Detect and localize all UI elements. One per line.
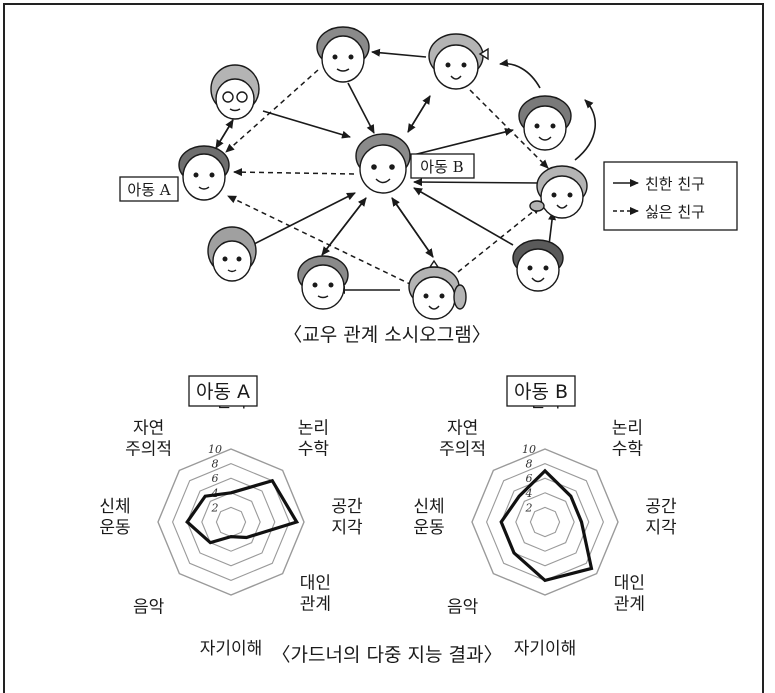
student-face [317, 27, 369, 82]
tick-label: 2 [525, 501, 533, 514]
grid-ring [530, 507, 559, 536]
grid-ring [487, 464, 604, 581]
student-face [519, 96, 571, 150]
edge-friendly [348, 83, 374, 133]
edge-friendly [409, 130, 513, 156]
chart-title: 아동 B [514, 381, 568, 403]
radar-chart-a: 246810언어논리수학공간지각대인관계자기이해음악신체운동자연주의적아동 A [99, 376, 363, 659]
grid-ring [216, 507, 245, 536]
edge-disliked [234, 172, 354, 174]
student-face [530, 166, 587, 218]
axis-label: 음악 [133, 597, 165, 617]
edge-friendly [254, 193, 355, 244]
radar-chart-b: 246810언어논리수학공간지각대인관계자기이해음악신체운동자연주의적아동 B [413, 376, 677, 659]
tick-label: 6 [212, 472, 219, 485]
edge-friendly [392, 198, 433, 257]
chart-title: 아동 A [196, 381, 250, 403]
tick-label: 8 [212, 458, 219, 471]
data-polygon [501, 471, 591, 581]
student-face [356, 134, 410, 193]
tick-label: 10 [208, 443, 222, 456]
student-face [298, 256, 348, 309]
edge-friendly [500, 64, 540, 88]
student-face [179, 146, 229, 200]
student-face [513, 240, 563, 291]
edge-friendly [408, 96, 430, 132]
edge-friendly [263, 111, 350, 137]
axis-label: 음악 [447, 597, 479, 617]
sociogram: 아동 A 아동 B 친한 친구 싫은 친구 〈교우 관계 소시오그램〉 [120, 27, 737, 346]
student-face [409, 261, 466, 319]
tick-label: 8 [526, 458, 533, 471]
sociogram-caption: 〈교우 관계 소시오그램〉 [283, 324, 490, 346]
legend: 친한 친구 싫은 친구 [604, 162, 737, 230]
student-face [429, 34, 488, 89]
legend-friendly-label: 친한 친구 [645, 175, 705, 193]
edge-friendly [414, 182, 540, 183]
student-face [208, 227, 256, 281]
edge-friendly [549, 212, 553, 245]
edge-friendly [216, 120, 233, 148]
edge-friendly [575, 100, 595, 160]
label-child-b: 아동 B [420, 158, 463, 176]
grid-ring [158, 449, 304, 595]
student-face [211, 65, 259, 119]
edge-friendly [414, 188, 513, 245]
tick-label: 10 [522, 443, 536, 456]
tick-label: 2 [211, 501, 219, 514]
axis-label: 자기이해 [514, 639, 577, 659]
edge-friendly [372, 52, 426, 57]
axis-label: 자기이해 [200, 639, 263, 659]
legend-disliked-label: 싫은 친구 [645, 203, 705, 221]
label-child-a: 아동 A [127, 181, 170, 199]
radar-caption: 〈가드너의 다중 지능 결과〉 [272, 644, 503, 666]
